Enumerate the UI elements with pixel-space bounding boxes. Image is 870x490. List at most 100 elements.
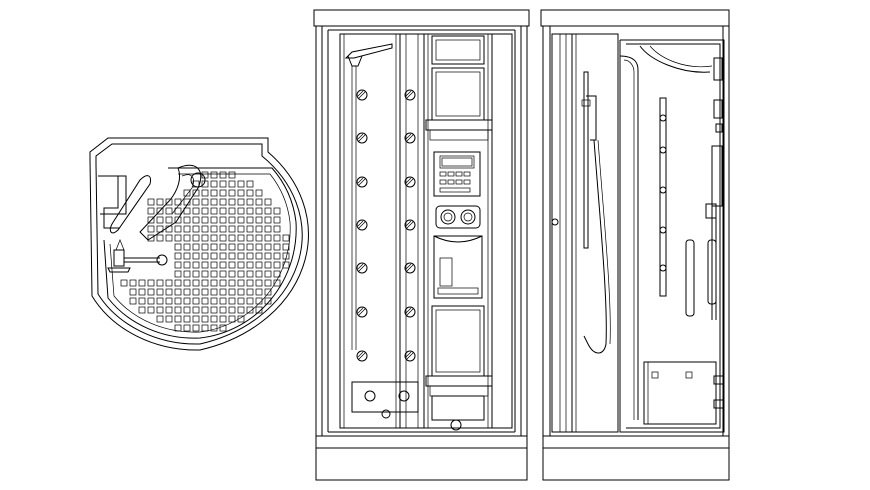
tray-grid-cell [201,243,209,251]
front-upper-strap [425,119,493,131]
tray-grid-cell [264,243,272,251]
tray-grid-cell [246,180,254,188]
tray-grid-cell [255,243,263,251]
tray-grid-cell [201,288,209,296]
tray-grid-cell [201,171,209,179]
tray-grid-cell [228,306,236,314]
tray-grid-cell [156,288,164,296]
tray-grid-cell [255,207,263,215]
tray-grid-cell [273,279,281,287]
tray-grid-cell [255,288,263,296]
tray-grid-cell [237,288,245,296]
tray-grid-cell [246,243,254,251]
tray-grid-cell [246,189,254,197]
tray-grid-cell [219,297,227,305]
tray-grid-cell [237,234,245,242]
tray-grid-cell [210,198,218,206]
tray-inner-outline [95,143,303,345]
tray-grid-cell [201,225,209,233]
tray-grid-cell [237,306,245,314]
tray-grid-cell [174,306,182,314]
tray-grid-cell [192,297,200,305]
tray-grid-cell [120,279,128,287]
tray-grid-cell [210,171,218,179]
tray-grid-cell [138,297,146,305]
body-jet [356,89,368,101]
tray-grid-cell [255,270,263,278]
tray-grid-cell [192,279,200,287]
tray-grid-cell [147,234,155,242]
side-grab-bar [659,97,667,297]
tray-grid-cell [147,279,155,287]
tray-grid-cell [165,207,173,215]
tray-grid-cell [237,297,245,305]
tray-grid-cell [219,243,227,251]
tray-grid-cell [147,297,155,305]
tray-grid-cell [201,234,209,242]
tray-grid-cell [210,207,218,215]
side-glass-panel [571,33,619,433]
tray-grid-cell [192,216,200,224]
tray-grid-cell [174,216,182,224]
tray-grid-cell [165,288,173,296]
tray-grid-cell [201,306,209,314]
tray-grid-cell [228,270,236,278]
tray-grid-cell [237,243,245,251]
tray-grid-cell [228,189,236,197]
tray-grid-cell [219,279,227,287]
tray-grid-cell [174,198,182,206]
tray-grid-cell [192,261,200,269]
tray-grid-cell [183,189,191,197]
body-jet [404,132,416,144]
tray-grid-cell [219,180,227,188]
tray-grid-cell [228,243,236,251]
tray-grid-cell [165,306,173,314]
tray-grid-cell [183,225,191,233]
tray-grid-cell [264,252,272,260]
tray-grid-cell [237,279,245,287]
tray-grid-cell [255,261,263,269]
front-upper-pad [431,67,485,121]
tray-grid-cell [201,216,209,224]
tray-grid-cell [147,288,155,296]
tray-grid-cell [246,261,254,269]
side-curved-panel [619,39,725,433]
tray-grid-cell [183,216,191,224]
tray-grid-cell [219,234,227,242]
tray-grid-cell [237,207,245,215]
front-lower-pad [431,305,485,377]
tray-grid-cell [201,297,209,305]
tray-grid-cell [246,306,254,314]
tray-grid-cell [165,279,173,287]
tray-grid-cell [210,180,218,188]
tray-grid-cell [156,315,164,323]
front-body-jets-left [356,89,368,362]
tray-grid-cell [192,252,200,260]
tray-grid-cell [192,234,200,242]
body-jet [404,306,416,318]
tray-grid-cell [192,207,200,215]
tray-grid-cell [192,288,200,296]
tray-grid-cell [201,279,209,287]
tray-grid-cell [273,216,281,224]
tray-grid-cell [264,279,272,287]
tray-grid-cell [165,315,173,323]
front-top-cap [313,9,530,27]
tray-valve [107,239,168,273]
tray-grid-cell [228,252,236,260]
tray-grid-cell [129,279,137,287]
tray-grid-cell [255,279,263,287]
tray-grid-cell [237,261,245,269]
tray-grid-cell [174,279,182,287]
tray-grid-cell [147,198,155,206]
tray-grid-cell [147,225,155,233]
tray-grid-cell [183,297,191,305]
tray-grid-cell [174,288,182,296]
tray-grid-cell [156,216,164,224]
tray-grid-cell [219,216,227,224]
tray-grid-cell [129,297,137,305]
tray-grid-cell [147,207,155,215]
tray-basin-inner [109,173,291,333]
tray-grid-cell [246,279,254,287]
